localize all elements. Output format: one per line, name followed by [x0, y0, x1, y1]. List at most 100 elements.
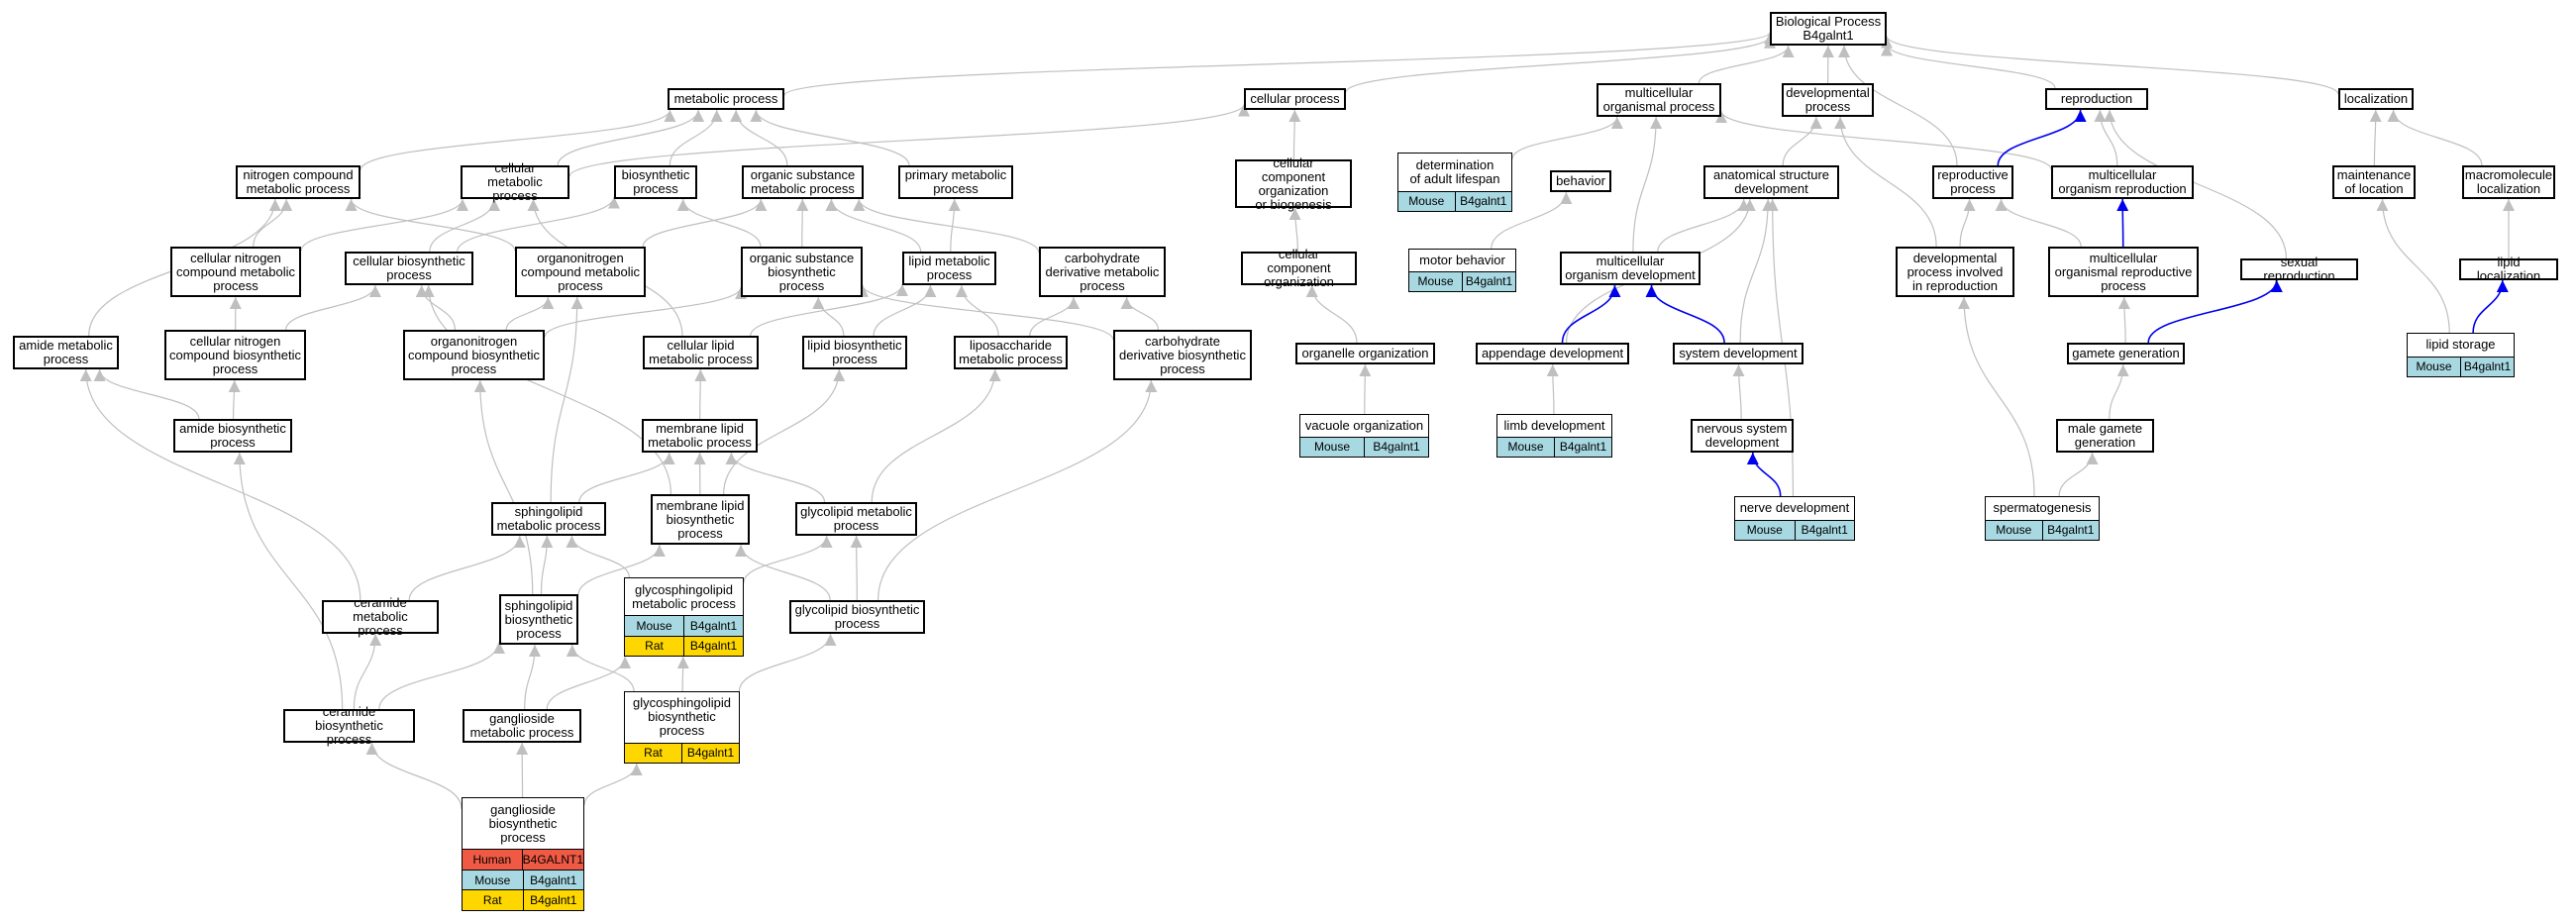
edge-cellular-lipid-metabolic-process-to-lipid-metabolic-process — [750, 283, 908, 337]
go-term-biosynthetic-process[interactable]: biosynthetic process — [614, 165, 697, 199]
go-term-sphingolipid-biosynthetic-process[interactable]: sphingolipid biosynthetic process — [499, 594, 578, 645]
go-term-lipid-metabolic-process[interactable]: lipid metabolic process — [902, 252, 996, 285]
go-term-system-development[interactable]: system development — [1673, 343, 1803, 364]
go-term-glycolipid-metabolic-process[interactable]: glycolipid metabolic process — [795, 502, 917, 536]
species-gene-row: Mouse B4galnt1 — [2408, 357, 2514, 376]
edge-limb-development-to-appendage-development — [1546, 363, 1559, 415]
go-term-organelle-organization[interactable]: organelle organization — [1295, 343, 1435, 364]
go-term-sexual-reproduction[interactable]: sexual reproduction — [2240, 256, 2358, 283]
go-term-ceramide-metabolic-process[interactable]: ceramide metabolic process — [322, 596, 439, 638]
go-term-amide-biosynthetic-process[interactable]: amide biosynthetic process — [173, 419, 292, 453]
go-term-organic-substance-metabolic-process[interactable]: organic substance metabolic process — [742, 165, 864, 199]
gene-symbol: B4galnt1 — [1462, 271, 1515, 291]
go-term-lipid-biosynthetic-process[interactable]: lipid biosynthetic process — [802, 336, 907, 369]
edge-lipid-metabolic-process-to-primary-metabolic-process — [948, 198, 961, 253]
go-term-multicellular-organismal-process[interactable]: multicellular organismal process — [1597, 83, 1721, 117]
edge-organonitrogen-compound-metabolic-process-to-nitrogen-compound-metabolic-process — [345, 198, 516, 252]
go-term-nitrogen-compound-metabolic-process[interactable]: nitrogen compound metabolic process — [236, 165, 361, 199]
go-term-organonitrogen-compound-biosynthetic-process[interactable]: organonitrogen compound biosynthetic pro… — [403, 330, 545, 380]
go-term-cellular-lipid-metabolic-process[interactable]: cellular lipid metabolic process — [643, 336, 759, 369]
go-term-gamete-generation[interactable]: gamete generation — [2067, 343, 2185, 364]
go-term-label: glycosphingolipid metabolic process — [625, 578, 743, 617]
go-term-macromolecule-localization[interactable]: macromolecule localization — [2462, 165, 2555, 199]
go-term-multicellular-organism-development[interactable]: multicellular organism development — [1560, 252, 1700, 285]
go-term-primary-metabolic-process[interactable]: primary metabolic process — [898, 165, 1013, 199]
go-term-glycolipid-biosynthetic-process[interactable]: glycolipid biosynthetic process — [789, 600, 925, 634]
go-term-lipid-localization[interactable]: lipid localization — [2459, 256, 2558, 283]
go-term-cellular-metabolic-process[interactable]: cellular metabolic process — [461, 161, 569, 203]
go-term-cellular-component-organization[interactable]: cellular component organization — [1241, 248, 1357, 289]
go-term-cellular-process[interactable]: cellular process — [1244, 88, 1346, 110]
go-term-membrane-lipid-biosynthetic-process[interactable]: membrane lipid biosynthetic process — [651, 494, 750, 545]
edge-organonitrogen-compound-biosynthetic-process-to-organonitrogen-compound-metabolic-process — [505, 296, 555, 331]
species-label: Mouse — [1417, 274, 1454, 289]
go-term-developmental-process[interactable]: developmental process — [1782, 83, 1874, 117]
gene-symbol: B4galnt1 — [2460, 357, 2514, 376]
go-term-cellular-component-organization-or-biogenesis[interactable]: cellular component organization or bioge… — [1235, 155, 1352, 211]
go-term-organic-substance-biosynthetic-process[interactable]: organic substance biosynthetic process — [741, 247, 863, 297]
edge-metabolic-process-to-root — [783, 32, 1776, 96]
edge-reproduction-to-root — [1881, 44, 2056, 89]
edge-carbohydrate-derivative-biosynthetic-process-to-carbohydrate-derivative-metabolic-process — [1120, 296, 1160, 331]
edge-membrane-lipid-biosynthetic-process-to-lipid-biosynthetic-process — [723, 368, 846, 495]
go-term-multicellular-organism-reproduction[interactable]: multicellular organism reproduction — [2051, 165, 2194, 199]
go-term-metabolic-process[interactable]: metabolic process — [668, 88, 784, 110]
edge-glycolipid-metabolic-process-to-liposaccharide-metabolic-process — [871, 368, 1001, 503]
edge-glycosphingolipid-biosynthetic-process-to-glycolipid-biosynthetic-process — [738, 633, 837, 692]
go-term-sphingolipid-metabolic-process[interactable]: sphingolipid metabolic process — [491, 502, 606, 536]
go-term-maintenance-of-location[interactable]: maintenance of location — [2332, 165, 2416, 199]
go-term-cellular-biosynthetic-process[interactable]: cellular biosynthetic process — [345, 252, 473, 285]
species-label: Mouse — [2416, 359, 2452, 374]
edge-cellular-process-to-root — [1345, 36, 1776, 93]
edge-multicellular-organism-reproduction-to-reproduction — [2094, 109, 2118, 166]
edge-system-development-to-anatomical-structure-development — [1739, 198, 1775, 344]
edge-glycosphingolipid-metabolic-process-to-sphingolipid-metabolic-process — [566, 535, 630, 578]
edge-ceramide-biosynthetic-process-to-amide-biosynthetic-process — [233, 452, 344, 710]
go-term-anatomical-structure-development[interactable]: anatomical structure development — [1703, 165, 1839, 199]
go-term-appendage-development[interactable]: appendage development — [1476, 343, 1629, 364]
go-term-organonitrogen-compound-metabolic-process[interactable]: organonitrogen compound metabolic proces… — [515, 247, 646, 297]
go-term-cellular-nitrogen-compound-biosynthetic-process[interactable]: cellular nitrogen compound biosynthetic … — [164, 330, 306, 380]
go-term-carbohydrate-derivative-metabolic-process[interactable]: carbohydrate derivative metabolic proces… — [1039, 247, 1166, 297]
edge-cellular-metabolic-process-to-cellular-process — [568, 104, 1250, 177]
edge-appendage-development-to-multicellular-organism-development — [1561, 284, 1621, 344]
edge-carbohydrate-derivative-metabolic-process-to-organic-substance-metabolic-process — [853, 198, 1040, 254]
go-term-label: nerve development — [1735, 497, 1854, 521]
go-term-amide-metabolic-process[interactable]: amide metabolic process — [13, 336, 119, 369]
go-term-nervous-system-development[interactable]: nervous system development — [1691, 419, 1794, 453]
go-term-liposaccharide-metabolic-process[interactable]: liposaccharide metabolic process — [954, 336, 1068, 369]
edge-lipid-metabolic-process-to-organic-substance-metabolic-process — [825, 198, 922, 253]
go-term-multicellular-organismal-reproductive-process[interactable]: multicellular organismal reproductive pr… — [2048, 247, 2199, 297]
edge-multicellular-organism-development-to-anatomical-structure-development — [1657, 198, 1750, 253]
go-term-membrane-lipid-metabolic-process[interactable]: membrane lipid metabolic process — [642, 419, 758, 453]
species-label: Rat — [644, 746, 663, 761]
go-term-ceramide-biosynthetic-process[interactable]: ceramide biosynthetic process — [283, 705, 415, 747]
go-term-reproduction[interactable]: reproduction — [2045, 88, 2148, 110]
go-term-cellular-nitrogen-compound-metabolic-process[interactable]: cellular nitrogen compound metabolic pro… — [170, 247, 301, 297]
edge-membrane-lipid-metabolic-process-to-cellular-lipid-metabolic-process — [694, 368, 707, 420]
go-term-root[interactable]: Biological Process B4galnt1 — [1770, 12, 1887, 46]
gene-symbol: B4galnt1 — [522, 870, 584, 890]
go-term-carbohydrate-derivative-biosynthetic-process[interactable]: carbohydrate derivative biosynthetic pro… — [1113, 330, 1252, 380]
species-label: Mouse — [1996, 523, 2032, 538]
edge-glycosphingolipid-biosynthetic-process-to-sphingolipid-biosynthetic-process — [566, 644, 635, 692]
go-term-developmental-process-involved-in-reproduction[interactable]: developmental process involved in reprod… — [1896, 247, 2014, 297]
go-term-male-gamete-generation[interactable]: male gamete generation — [2056, 419, 2154, 453]
go-term-localization[interactable]: localization — [2338, 88, 2414, 110]
go-term-ganglioside-metabolic-process[interactable]: ganglioside metabolic process — [463, 709, 581, 743]
go-term-reproductive-process[interactable]: reproductive process — [1932, 165, 2013, 199]
go-term-behavior[interactable]: behavior — [1550, 170, 1611, 192]
